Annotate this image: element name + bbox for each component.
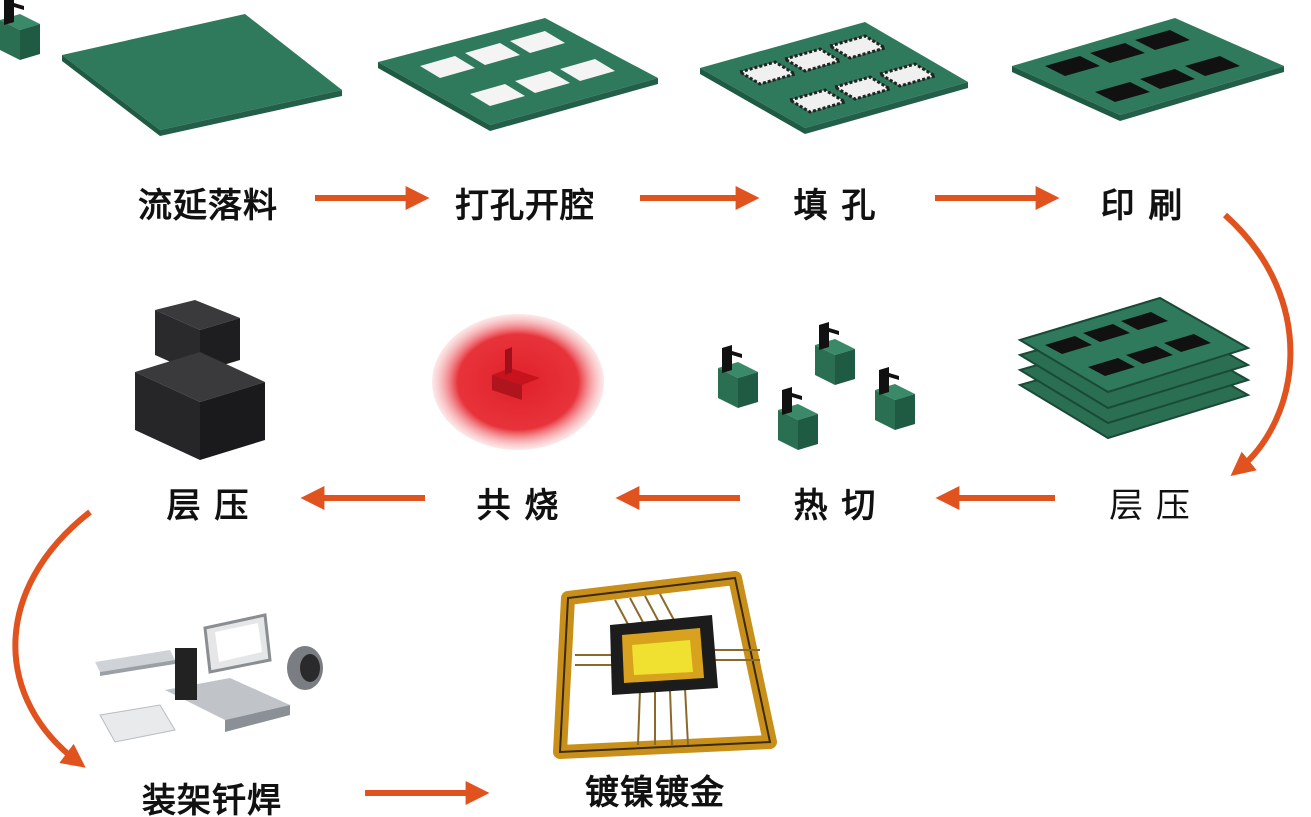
filled-via-sheet-image (700, 22, 968, 134)
step-label-plating: 镀镍镀金 (585, 773, 725, 813)
cofiring-glow-image (432, 314, 604, 450)
laminated-stack-image (1017, 296, 1251, 440)
step-label-tape-casting: 流延落料 (138, 186, 278, 226)
step-label-lamination-2: 层 压 (166, 486, 250, 526)
step-label-cofiring: 共 烧 (476, 486, 560, 526)
arrow-curve-right (1222, 212, 1294, 477)
step-label-assembly-brazing: 装架钎焊 (142, 781, 282, 817)
gold-plated-package-image (553, 571, 777, 759)
arrow-curve-left (12, 509, 92, 768)
printed-sheet-image (1012, 18, 1284, 121)
step-label-via-fill: 填 孔 (793, 186, 877, 226)
step-label-printing: 印 刷 (1100, 186, 1184, 226)
step-label-hot-cutting: 热 切 (793, 486, 877, 526)
step-label-punching: 打孔开腔 (455, 186, 595, 226)
fired-ceramic-part-image (135, 300, 265, 460)
punched-sheet-image (378, 18, 658, 131)
step-label-lamination: 层 压 (1109, 486, 1191, 526)
green-tape-sheet-image (62, 14, 342, 136)
package-assembly-image (95, 613, 323, 743)
diced-parts-image (0, 0, 915, 450)
